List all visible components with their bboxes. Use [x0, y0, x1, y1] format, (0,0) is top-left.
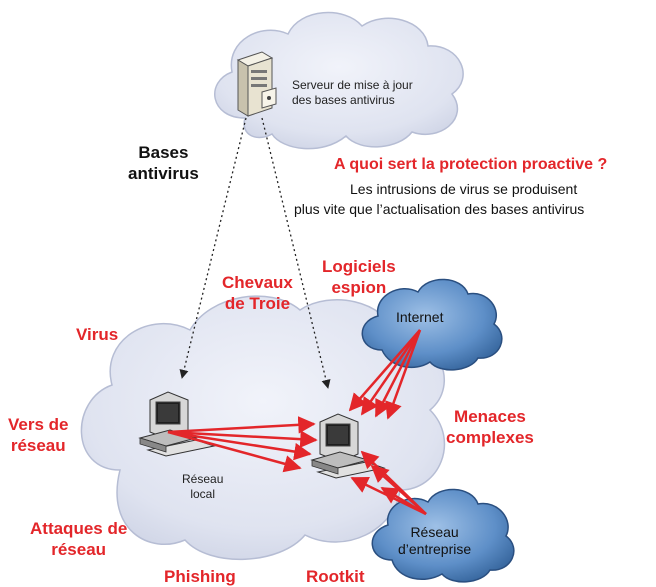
internet-cloud: [361, 278, 503, 371]
threat-vers-line1: Vers de: [8, 415, 69, 434]
arrow-internet-2: [360, 329, 422, 416]
internet-label: Internet: [396, 309, 444, 325]
enterprise-cloud: [371, 488, 515, 583]
bases-antivirus-line2: antivirus: [128, 164, 199, 183]
threat-menaces-line1: Menaces: [454, 407, 526, 426]
server-icon: [236, 51, 277, 117]
threat-phishing: Phishing: [164, 567, 236, 586]
threat-attaques-line1: Attaques de: [30, 519, 128, 538]
question-line1: Les intrusions de virus se produisent: [350, 181, 578, 197]
threat-vers-de-reseau: Vers de réseau: [8, 414, 69, 456]
update-line-right: [261, 117, 331, 389]
threat-menaces-line2: complexes: [446, 428, 534, 447]
arrow-pc-to-pc-2: [167, 430, 318, 448]
arrow-pc-to-pc-4: [167, 430, 312, 461]
server-label-line2: des bases antivirus: [292, 93, 395, 107]
threat-logiciels-line1: Logiciels: [322, 257, 396, 276]
threat-chevaux-line2: de Troie: [224, 294, 291, 313]
local-pc-left: [138, 391, 216, 457]
threat-chevaux-de-troie: Chevaux de Troie: [222, 272, 293, 314]
arrow-internet-3: [374, 329, 422, 418]
threat-rootkit: Rootkit: [306, 567, 365, 586]
threat-logiciels-line2: espion: [331, 278, 387, 297]
enterprise-label-line1: Réseau: [410, 524, 459, 540]
threat-chevaux-line1: Chevaux: [222, 273, 293, 292]
bases-antivirus-line1: Bases: [138, 143, 189, 162]
threat-attaques-line2: réseau: [51, 540, 107, 559]
threat-attaques-de-reseau: Attaques de réseau: [30, 518, 127, 560]
server-label: Serveur de mise à jour des bases antivir…: [292, 78, 413, 108]
arrow-internet-4: [385, 329, 422, 420]
local-network-label: Réseau local: [182, 472, 223, 502]
arrow-pc-to-pc-1: [167, 416, 316, 434]
arrow-enterprise-4: [380, 486, 427, 516]
enterprise-label-line2: d’entreprise: [398, 541, 472, 557]
server-cloud: [214, 11, 464, 150]
arrow-pc-to-pc-3: [167, 430, 302, 473]
threat-virus: Virus: [76, 325, 119, 344]
server-label-line1: Serveur de mise à jour: [292, 78, 413, 92]
local-network-line1: Réseau: [182, 472, 224, 486]
local-network-line2: local: [190, 487, 216, 501]
question-line2: plus vite que l’actualisation des bases …: [294, 201, 585, 217]
threat-menaces-complexes: Menaces complexes: [446, 406, 534, 448]
threat-vers-line2: réseau: [10, 436, 66, 455]
enterprise-label: Réseau d’entreprise: [398, 524, 471, 558]
bases-antivirus-label: Bases antivirus: [128, 142, 199, 184]
question-title: A quoi sert la protection proactive ?: [334, 156, 608, 173]
threat-logiciels-espion: Logiciels espion: [322, 256, 396, 298]
